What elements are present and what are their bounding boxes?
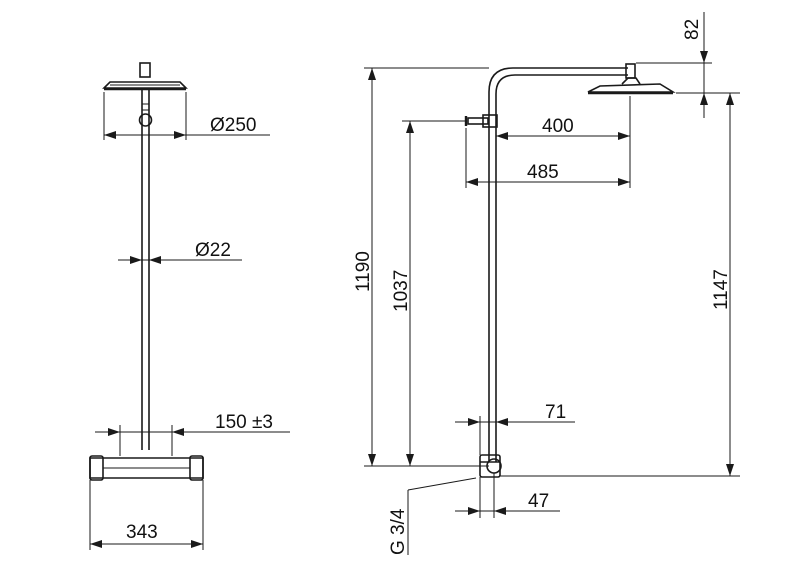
dim-pipe-diameter-label: Ø22 xyxy=(195,240,231,261)
dim-head-diameter: Ø250 xyxy=(103,92,270,140)
front-shower-head xyxy=(102,62,188,91)
dim-centers: 150 ±3 xyxy=(95,412,290,456)
front-riser-pipe xyxy=(138,89,153,450)
dim-outlet-height: 1037 xyxy=(391,120,480,467)
dim-arm-total: 485 xyxy=(465,128,630,188)
dim-arm-total-label: 485 xyxy=(527,162,559,183)
dim-arm-reach-label: 400 xyxy=(542,116,574,137)
side-shower-head xyxy=(587,77,676,95)
dim-connection-offset: 47 xyxy=(455,473,560,518)
dim-total-height: 1190 xyxy=(353,67,489,467)
dim-thread-label: G 3/4 xyxy=(388,508,409,555)
side-outlet xyxy=(464,114,498,128)
dim-centers-label: 150 ±3 xyxy=(215,412,273,433)
front-view: Ø250 Ø22 150 ±3 343 xyxy=(89,62,290,550)
dim-head-height-label: 1147 xyxy=(711,269,732,310)
dim-head-height: 1147 xyxy=(500,93,740,477)
side-view: 82 400 485 1190 xyxy=(353,12,740,555)
dim-head-thickness-label: 82 xyxy=(682,19,703,40)
dim-wall-offset: 71 xyxy=(455,402,575,455)
dim-head-thickness: 82 xyxy=(636,12,740,118)
dim-arm-reach: 400 xyxy=(496,96,631,188)
dim-total-height-label: 1190 xyxy=(353,251,374,292)
dim-mixer-width: 343 xyxy=(89,480,204,550)
dim-pipe-diameter: Ø22 xyxy=(118,240,242,264)
dim-outlet-height-label: 1037 xyxy=(391,270,412,312)
front-mixer xyxy=(89,455,204,481)
dim-mixer-width-label: 343 xyxy=(126,522,158,543)
dim-wall-offset-label: 71 xyxy=(545,402,566,423)
dim-connection-offset-label: 47 xyxy=(528,491,549,512)
dim-thread: G 3/4 xyxy=(388,477,477,555)
dim-head-diameter-label: Ø250 xyxy=(210,115,256,136)
